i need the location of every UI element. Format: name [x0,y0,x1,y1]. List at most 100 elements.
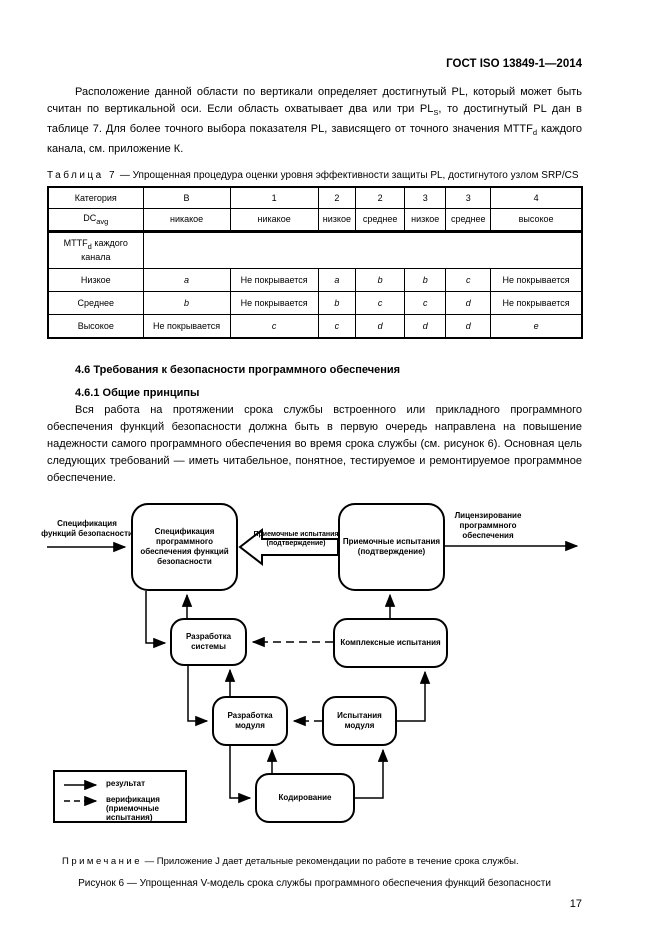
arrow-moduletest-to-integrationtest [397,671,431,723]
dc-label: DC [83,212,97,223]
dc-label-sub: avg [96,216,109,226]
box-acceptance-label: Приемочные испытания (подтверждение) [342,537,441,557]
table-row: Среднее b Не покрывается b c c d Не покр… [47,291,583,316]
dashed-arrow-icon [64,796,98,807]
pl-cell: a [142,268,231,293]
section-4-6-1-text: Вся работа на протяжении срока службы вс… [47,404,582,485]
page-number: 17 [569,898,582,911]
dc-cell: низкое [317,208,357,234]
box-system-dev-label: Разработка системы [185,632,232,652]
dc-cell: среднее [445,208,492,234]
pl-cell: c [404,291,447,316]
note-text: — Приложение J дает детальные рекомендац… [144,856,519,868]
pl-cell: d [404,314,447,339]
pl-cell: c [355,291,406,316]
arrow-moduledev-to-coding [229,746,252,804]
header-cell: 3 [445,186,492,210]
table-row: Высокое Не покрывается c c d d d e [47,314,583,339]
pl-cell: Не покрывается [490,291,583,316]
input-label: Спецификация функций безопасности [41,519,133,539]
legend-box: результат верификация (приемочные испыта… [53,770,187,824]
figure-6-diagram: Спецификация программного обеспечения фу… [0,493,661,841]
row-label: Высокое [47,314,144,339]
table-caption: Таблица 7 — Упрощенная процедура оценки … [47,170,582,181]
box-integration-test: Комплексные испытания [333,618,448,669]
table-7: Категория B 1 2 2 3 3 4 DCavg никакое ни… [47,186,583,340]
mttf-empty-cell [142,231,583,270]
pl-cell: b [317,291,357,316]
row-label: Низкое [47,268,144,293]
pl-cell: b [404,268,447,293]
header-cell: 2 [317,186,357,210]
section-4-6-title: 4.6 Требования к безопасности программно… [75,364,401,377]
pl-cell: d [355,314,406,339]
box-module-test: Испытания модуля [322,696,397,747]
table-caption-text: — Упрощенная процедура оценки уровня эфф… [119,170,579,182]
dc-label-cell: DCavg [47,208,144,234]
pl-cell: d [445,291,492,316]
dc-cell: никакое [142,208,231,234]
legend-solid-row: результат [63,779,180,791]
pl-cell: Не покрывается [142,314,231,339]
intro-part2: , то достигнутый PL дан в таблице 7. Для… [47,103,582,136]
box-coding: Кодирование [255,773,355,824]
pl-cell: Не покрывается [229,268,319,293]
section-4-6-1-title: 4.6.1 Общие принципы [75,387,200,400]
flow-arrows-svg [47,528,579,804]
solid-arrow-icon [64,780,98,791]
box-system-dev: Разработка системы [170,618,247,667]
pl-cell: c [229,314,319,339]
box-module-dev: Разработка модуля [212,696,288,747]
box-spec: Спецификация программного обеспечения фу… [131,503,238,592]
box-module-dev-label: Разработка модуля [227,711,273,731]
box-coding-label: Кодирование [278,793,332,803]
box-integration-test-label: Комплексные испытания [340,638,441,648]
dc-cell: среднее [355,208,406,234]
intro-sub1: S [433,108,439,118]
output-label: Лицензирование программного обеспечения [454,511,522,541]
pl-cell: d [445,314,492,339]
arrow-spec-to-systemdev [145,591,167,649]
header-cell: 2 [355,186,406,210]
doc-number: ГОСТ ISO 13849-1—2014 [446,58,582,70]
table-mttf-row: MTTFd каждого канала [47,231,583,270]
intro-paragraph: Расположение данной области по вертикали… [47,84,582,158]
mttf-label-sub: d [87,242,92,252]
header-cell: B [142,186,231,210]
row-label: Среднее [47,291,144,316]
box-module-test-label: Испытания модуля [337,711,382,731]
figure-note: Примечание — Приложение J дает детальные… [62,855,582,868]
intro-part1: Расположение данной области по вертикали… [47,86,582,115]
pl-cell: a [317,268,357,293]
figure-caption: Рисунок 6 — Упрощенная V-модель срока сл… [78,878,551,890]
box-acceptance: Приемочные испытания (подтверждение) [338,503,445,592]
arrow-systemdev-to-moduledev [187,666,209,727]
legend-dashed-label: верификация (приемочные испытания) [106,795,160,823]
pl-cell: c [445,268,492,293]
dc-cell: никакое [229,208,319,234]
pl-cell: Не покрывается [229,291,319,316]
block-arrow-label: Приемочные испытания (подтверждение) [253,531,339,548]
mttf-label-cell: MTTFd каждого канала [47,231,144,270]
header-cell: 4 [490,186,583,210]
intro-sub2: d [532,128,538,138]
table-header-row: Категория B 1 2 2 3 3 4 [47,186,583,210]
intro-part3: каждого канала, см. приложение К. [47,123,582,156]
box-spec-label: Спецификация программного обеспечения фу… [140,527,229,567]
header-cell: 1 [229,186,319,210]
pl-cell: e [490,314,583,339]
header-cell: 3 [404,186,447,210]
header-cell: Категория [47,186,144,210]
arrow-coding-to-moduletest [355,749,389,800]
pl-cell: b [142,291,231,316]
mttf-label: MTTF [63,238,88,249]
dc-cell: высокое [490,208,583,234]
table-row: Низкое a Не покрывается a b b c Не покры… [47,268,583,293]
legend-solid-label: результат [106,779,146,789]
pl-cell: c [317,314,357,339]
table-caption-label: Таблица 7 [47,170,118,182]
pl-cell: b [355,268,406,293]
dc-cell: низкое [404,208,447,234]
mttf-label-rest: каждого канала [81,238,128,263]
